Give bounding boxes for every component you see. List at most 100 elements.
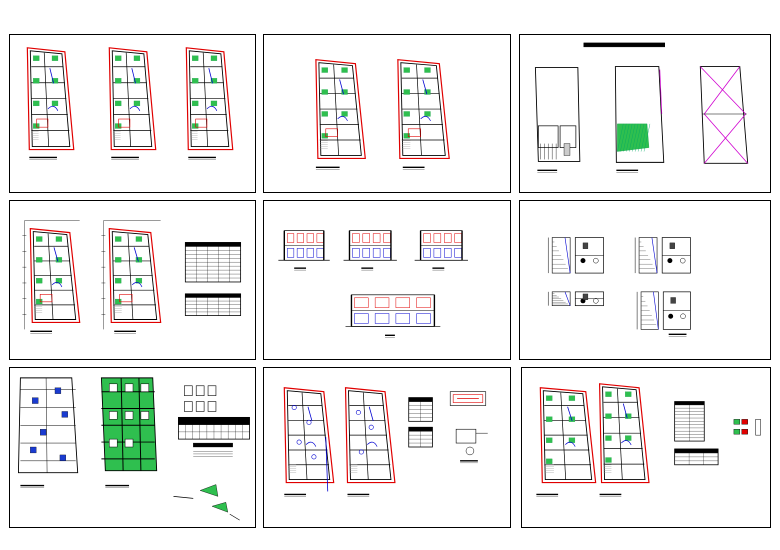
light-fixture-symbol — [306, 419, 312, 425]
drawing-outline — [699, 66, 749, 164]
drawing-rect — [372, 233, 381, 243]
drawing-sheet-6-stair-details[interactable] — [519, 200, 771, 360]
drawing-rect — [625, 391, 632, 397]
floor-plan — [283, 387, 335, 484]
drawing-outline — [614, 66, 665, 163]
drawing-sheet-5-elevations[interactable] — [263, 200, 511, 360]
drawing-rect — [207, 401, 217, 412]
drawing-rect — [374, 313, 390, 324]
floor-plan — [344, 387, 396, 484]
drawing-line — [700, 66, 747, 115]
drawing-rect — [325, 128, 338, 138]
drawing-line — [629, 123, 636, 152]
drawing-line — [339, 79, 344, 95]
drawing-rect — [195, 118, 208, 128]
drawing-line — [202, 52, 208, 147]
drawing-rect — [296, 248, 304, 258]
drawing-rect — [444, 248, 452, 258]
drawing-rect — [546, 416, 553, 422]
drawing-arc — [565, 441, 576, 447]
drawing-rect — [362, 233, 370, 243]
dimensioned-plans-drawing — [22, 220, 242, 334]
drawing-rect — [423, 248, 431, 258]
drawing-rect — [195, 385, 205, 396]
elevation-view — [345, 294, 441, 327]
stair-section — [547, 291, 604, 307]
drawing-rect — [674, 448, 719, 454]
drawing-rect — [115, 55, 122, 61]
drawing-arc — [129, 106, 141, 111]
drawing-rect — [133, 100, 141, 107]
drawing-rect — [124, 438, 134, 448]
drawing-arc — [337, 116, 348, 122]
drawing-line — [362, 392, 369, 480]
drawing-rect — [416, 297, 431, 308]
drawing-sheet-8-electrical-plans[interactable] — [263, 367, 511, 528]
drawing-rect — [192, 123, 199, 129]
drawing-line — [333, 64, 339, 156]
fixture-symbol — [680, 313, 686, 319]
floor-plan — [26, 47, 75, 151]
floor-plan — [108, 47, 157, 151]
drawing-sheet-2-floor-plans[interactable] — [263, 34, 511, 193]
drawing-rect — [210, 78, 218, 84]
drawing-rect — [124, 383, 134, 392]
floor-plan — [539, 387, 597, 484]
drawing-line — [653, 291, 659, 330]
drawing-rect — [625, 435, 632, 441]
drawing-rect — [36, 118, 49, 128]
drawing-rect — [444, 233, 452, 243]
drawing-line — [133, 247, 139, 262]
elevations-drawing — [278, 230, 468, 338]
drawing-rect — [51, 100, 59, 107]
drawing-line — [617, 123, 624, 152]
floor-plan — [185, 47, 234, 151]
drawing-line — [623, 123, 630, 152]
stair-section — [634, 237, 691, 274]
drawing-rect — [33, 123, 40, 129]
drawing-rect — [184, 385, 193, 396]
drawing-rect — [321, 111, 328, 117]
drawing-line — [368, 406, 374, 422]
drawing-sheet-9-plumbing-plans[interactable] — [521, 367, 771, 528]
drawing-line — [49, 68, 54, 84]
drawing-sheet-7-structural-plans[interactable] — [9, 367, 256, 528]
drawing-rect — [407, 128, 421, 138]
drawing-rect — [109, 438, 118, 448]
drawing-rect — [433, 233, 442, 243]
drawing-rect — [605, 413, 612, 419]
drawing-rect — [192, 100, 199, 107]
drawing-rect — [321, 133, 328, 139]
drawing-rect — [184, 401, 193, 412]
drawing-rect — [424, 89, 431, 95]
drawing-line — [208, 68, 213, 84]
drawing-sheet-1-floor-plans[interactable] — [9, 34, 256, 193]
drawing-sheet-3-site-plans[interactable] — [519, 34, 771, 193]
plumbing-plans-drawing — [536, 383, 761, 497]
drawing-line — [307, 406, 313, 422]
drawing-sheet-4-dimensioned-plans[interactable] — [9, 200, 256, 360]
drawing-rect — [455, 428, 477, 444]
drawing-line — [643, 123, 651, 152]
drawing-line — [416, 64, 422, 156]
drawing-line — [620, 123, 627, 152]
drawing-rect — [133, 55, 141, 61]
drawing-line — [131, 68, 136, 84]
drawing-rect — [135, 236, 143, 242]
drawing-line — [173, 496, 194, 499]
elevation-view — [414, 230, 468, 261]
drawing-line — [640, 123, 648, 152]
light-fixture-symbol — [296, 439, 302, 445]
drawing-rect — [733, 429, 741, 435]
drawing-rect — [33, 78, 40, 84]
drawing-rect — [433, 248, 442, 258]
drawing-line — [47, 233, 54, 320]
drawing-line — [703, 113, 748, 164]
drawing-line — [325, 437, 329, 492]
green-area — [617, 123, 650, 152]
drawing-rect — [605, 391, 612, 397]
drawing-rect — [755, 419, 761, 436]
drawing-rect — [374, 297, 390, 308]
drawing-rect — [118, 118, 131, 128]
drawing-line — [560, 392, 567, 480]
